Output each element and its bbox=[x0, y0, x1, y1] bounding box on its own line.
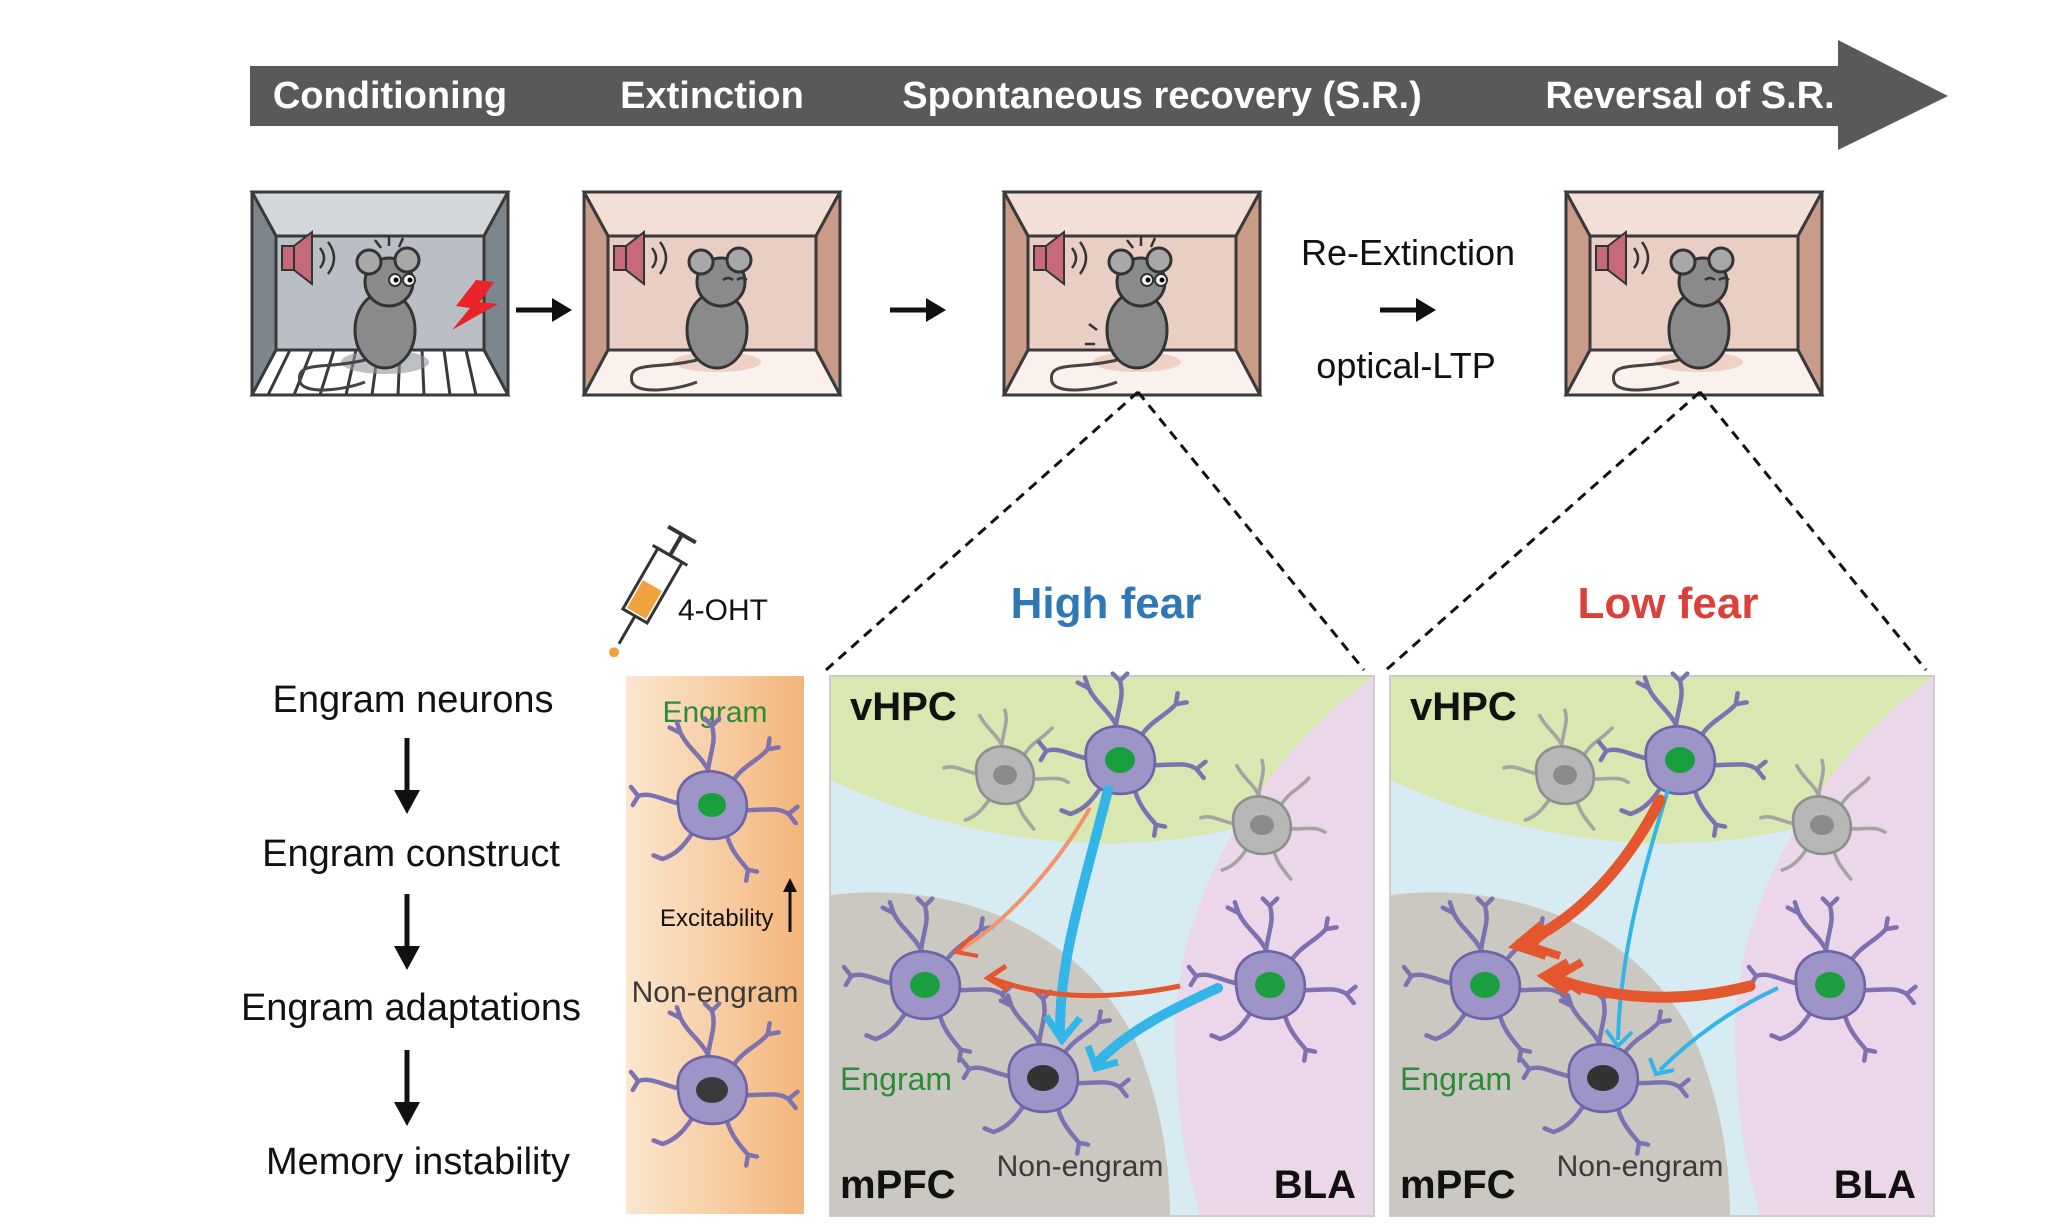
excitability-label: Excitability bbox=[660, 905, 773, 932]
cascade-step-2: Engram construct bbox=[262, 833, 560, 875]
arrow-icon bbox=[1095, 983, 1223, 1065]
panel2-non-engram-label: Non-engram bbox=[1557, 1150, 1724, 1183]
panel-title-high-fear: High fear bbox=[1011, 579, 1202, 628]
speaker-icon bbox=[1033, 229, 1088, 287]
arrow-icon bbox=[1055, 785, 1113, 1035]
cascade-step-4: Memory instability bbox=[266, 1141, 570, 1183]
arrow-icon bbox=[890, 298, 946, 322]
cascade-step-3: Engram adaptations bbox=[241, 987, 581, 1029]
zoom-lines bbox=[825, 390, 1928, 672]
mouse-icon bbox=[1612, 246, 1743, 392]
syringe-icon bbox=[609, 524, 697, 658]
mouse-icon bbox=[298, 236, 429, 392]
arrow-icon bbox=[394, 738, 420, 814]
speaker-icon bbox=[1595, 229, 1650, 287]
arrow-icon bbox=[989, 975, 1181, 999]
region-bla-2: BLA bbox=[1834, 1163, 1916, 1207]
strip-non-engram-label: Non-engram bbox=[632, 976, 799, 1009]
injection-label: 4-OHT bbox=[678, 594, 768, 627]
cascade: Engram neurons Engram construct Engram a… bbox=[241, 679, 581, 1183]
panel2-engram-label: Engram bbox=[1400, 1061, 1512, 1097]
stage-conditioning: Conditioning bbox=[273, 75, 507, 117]
engram-strip: Engram Excitability Non-engram bbox=[626, 676, 804, 1214]
mouse-icon bbox=[630, 246, 761, 392]
region-bla: BLA bbox=[1274, 1163, 1356, 1207]
arrow-icon bbox=[783, 878, 797, 932]
mouse-icon bbox=[1050, 236, 1181, 392]
arrow-icon bbox=[1616, 789, 1670, 1041]
recovery-chamber bbox=[1001, 190, 1263, 397]
region-vhpc-2: vHPC bbox=[1410, 685, 1517, 729]
region-mpfc: mPFC bbox=[840, 1163, 956, 1207]
arrow-icon bbox=[394, 1050, 420, 1126]
cascade-step-1: Engram neurons bbox=[273, 679, 554, 721]
timeline-bar: Conditioning Extinction Spontaneous reco… bbox=[250, 40, 1948, 150]
stage-reversal: Reversal of S.R. bbox=[1545, 75, 1834, 117]
speaker-icon bbox=[613, 229, 668, 287]
panel-title-low-fear: Low fear bbox=[1578, 579, 1759, 628]
panel-high-fear: High fear vHPC mPFC BLA Eng bbox=[829, 579, 1375, 1217]
panel1-non-engram-label: Non-engram bbox=[997, 1150, 1164, 1183]
stage-spontaneous-recovery: Spontaneous recovery (S.R.) bbox=[902, 75, 1421, 117]
region-mpfc-2: mPFC bbox=[1400, 1163, 1516, 1207]
arrow-icon bbox=[516, 298, 572, 322]
region-vhpc: vHPC bbox=[850, 685, 957, 729]
arrow-icon bbox=[1658, 986, 1779, 1072]
re-extinction-label: Re-Extinction bbox=[1301, 232, 1515, 273]
arrow-icon bbox=[958, 807, 1092, 952]
panel1-engram-label: Engram bbox=[840, 1061, 952, 1097]
stage-extinction: Extinction bbox=[620, 75, 804, 117]
speaker-icon bbox=[281, 229, 336, 287]
arrow-icon bbox=[394, 894, 420, 970]
optical-ltp-label: optical-LTP bbox=[1316, 345, 1495, 386]
panel-low-fear: Low fear vHPC mPFC BLA bbox=[1389, 579, 1935, 1217]
shock-icon bbox=[452, 280, 498, 330]
arrow-icon bbox=[1380, 298, 1436, 322]
